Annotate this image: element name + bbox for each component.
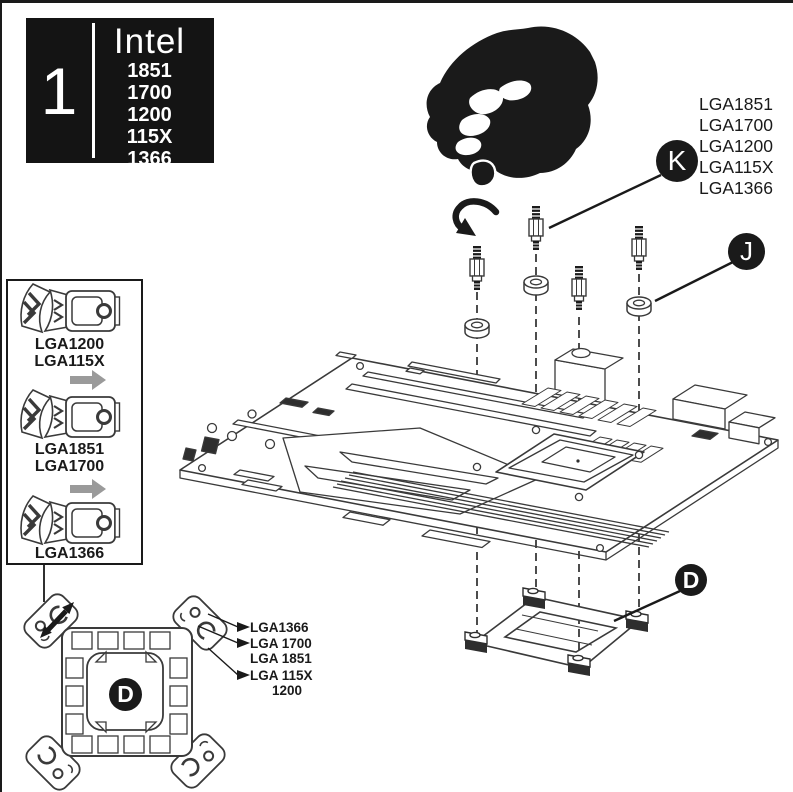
backplate-callout: LGA 1851 xyxy=(250,651,312,666)
step-socket: 115X xyxy=(126,126,173,148)
backplate-callout: LGA1366 xyxy=(250,620,309,635)
step-box: 1 Intel 1851 1700 1200 115X 1366 xyxy=(26,18,214,170)
step-number: 1 xyxy=(40,53,78,128)
hand-icon xyxy=(426,26,598,188)
step-divider xyxy=(92,23,95,158)
backplate-callout: 1200 xyxy=(271,683,302,698)
socket-item: LGA1851 xyxy=(699,94,773,114)
part-badge-k: K xyxy=(656,140,698,182)
clip-panel xyxy=(6,279,143,565)
standoff-screw-icon xyxy=(469,205,647,311)
callout-arrowhead-icon xyxy=(237,622,250,632)
socket-compatibility-list: LGA1851 LGA1700 LGA1200 LGA115X LGA1366 xyxy=(699,94,774,199)
clip-label: LGA115X xyxy=(34,353,105,370)
part-badge-d-plan: D xyxy=(109,678,142,711)
double-arrow-icon xyxy=(40,602,74,638)
part-badge-j: J xyxy=(728,233,765,270)
callout-leaders xyxy=(197,613,250,680)
rotate-arrow-icon xyxy=(452,198,500,236)
step-socket: 1851 xyxy=(127,60,172,82)
socket-item: LGA1200 xyxy=(699,136,773,156)
callout-arrowhead-icon xyxy=(237,638,250,648)
page-border-top xyxy=(0,0,793,3)
socket-item: LGA1700 xyxy=(699,115,773,135)
spacer-ring-icon xyxy=(464,275,652,339)
clip-label: LGA1851 xyxy=(34,441,105,458)
clip-label: LGA1366 xyxy=(34,545,105,562)
clip-label: LGA1700 xyxy=(34,458,105,475)
backplate-iso-illustration xyxy=(464,587,649,677)
page-border-left xyxy=(0,0,2,792)
backplate-callout: LGA 1700 xyxy=(250,636,312,651)
clip-label: LGA1200 xyxy=(34,336,105,353)
callout-arrowhead-icon xyxy=(237,670,250,680)
gray-step-arrow-icon xyxy=(70,370,106,499)
step-brand: Intel xyxy=(113,22,186,61)
socket-item: LGA115X xyxy=(699,157,774,177)
leader-lines xyxy=(548,173,734,623)
part-badge-d-iso: D xyxy=(675,564,707,596)
step-socket: 1700 xyxy=(127,82,172,104)
step-socket: 1200 xyxy=(127,104,172,126)
socket-item: LGA1366 xyxy=(699,178,773,198)
backplate-callout: LGA 115X xyxy=(250,668,313,683)
motherboard-illustration xyxy=(179,347,779,561)
step-socket: 1366 xyxy=(127,148,172,170)
